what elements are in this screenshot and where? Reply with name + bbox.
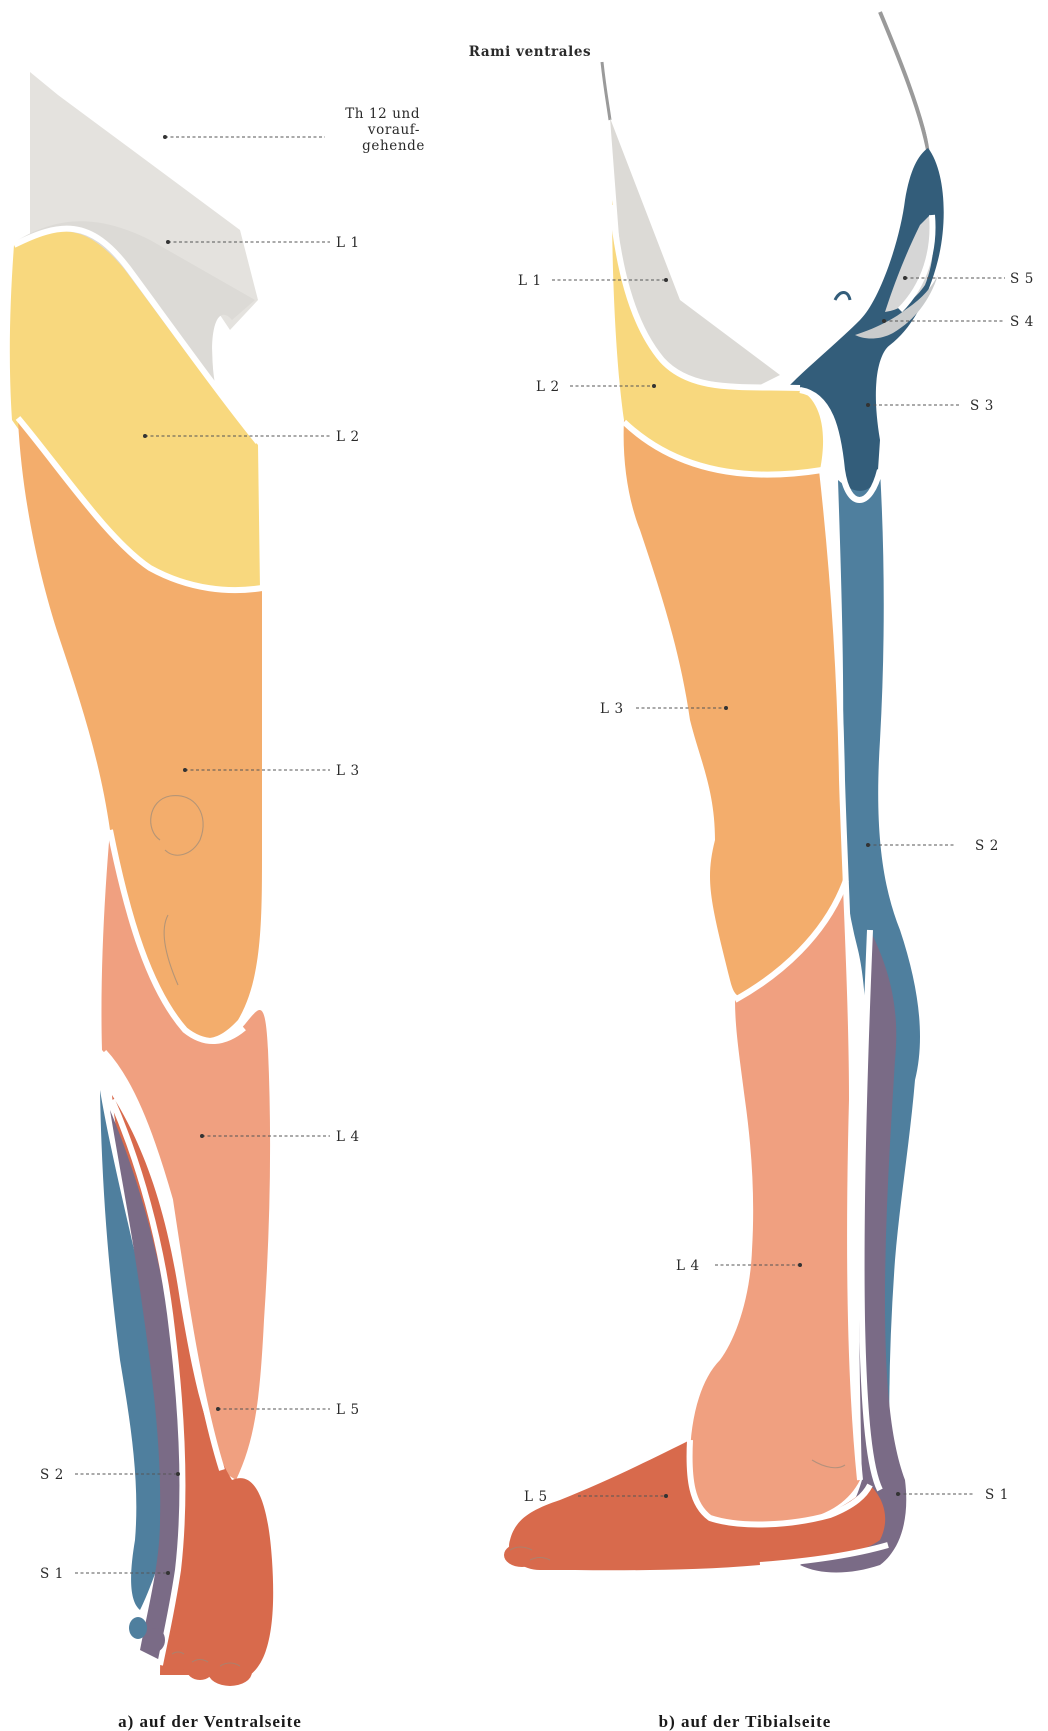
right-caption: b) auf der Tibialseite: [659, 1712, 832, 1731]
left-leg: [10, 72, 273, 1686]
right-label-L3: L 3: [600, 701, 624, 717]
right-label-S4: S 4: [1010, 314, 1034, 330]
right-label-S5: S 5: [1010, 271, 1034, 287]
right-label-S2: S 2: [975, 838, 999, 854]
right-leg: [504, 12, 944, 1573]
left-label-th12-line2: vorauf-: [367, 122, 420, 138]
left-label-L4: L 4: [336, 1129, 360, 1145]
right-nerve-right: [880, 12, 928, 150]
left-label-th12: Th 12 und vorauf- gehende: [345, 106, 425, 154]
left-label-S2: S 2: [40, 1467, 64, 1483]
left-label-S1: S 1: [40, 1566, 64, 1582]
right-title: Rami ventrales: [469, 44, 591, 60]
left-label-th12-line3: gehende: [362, 138, 425, 154]
right-zone-L3: [624, 420, 844, 997]
right-label-L4: L 4: [676, 1258, 700, 1274]
left-label-L1: L 1: [336, 235, 360, 251]
right-label-S1: S 1: [985, 1487, 1009, 1503]
right-anal-hook: [835, 293, 850, 301]
left-label-L3: L 3: [336, 763, 360, 779]
left-label-L2: L 2: [336, 429, 360, 445]
right-label-L5: L 5: [524, 1489, 548, 1505]
left-caption: a) auf der Ventralseite: [118, 1712, 302, 1731]
right-label-L2: L 2: [536, 379, 560, 395]
left-label-L5: L 5: [336, 1402, 360, 1418]
right-nerve-left: [602, 62, 610, 120]
left-label-th12-line1: Th 12 und: [345, 106, 420, 122]
right-label-S3: S 3: [970, 398, 994, 414]
right-label-L1: L 1: [518, 273, 542, 289]
